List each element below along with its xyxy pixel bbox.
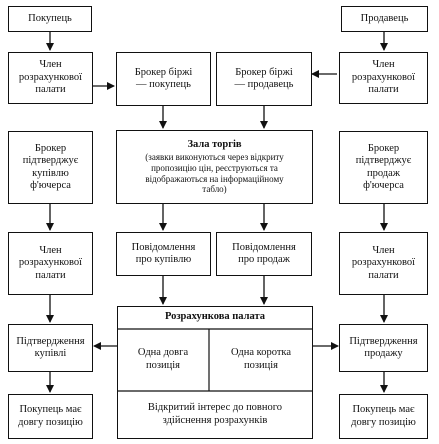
- clearing-member-bottom-right-box: Член розрахункової палати: [339, 232, 428, 295]
- buyer-label: Покупець: [28, 12, 72, 24]
- purchase-confirmation-label: Підтвердження купівлі: [16, 335, 85, 359]
- open-interest-label: Відкритий інтерес до повного здійснення …: [147, 402, 283, 426]
- broker-confirms-sale-label: Брокер підтверджує продаж ф'ючерса: [355, 142, 412, 191]
- clearing-house-box: [117, 306, 313, 439]
- broker-buyer-label: Брокер біржі — покупець: [134, 66, 193, 90]
- clearing-member-bottom-left-box: Член розрахункової палати: [8, 232, 93, 295]
- sale-confirmation-box: Підтвердження продажу: [339, 324, 428, 372]
- open-interest-cell: Відкритий інтерес до повного здійснення …: [117, 391, 313, 439]
- long-position-label: Одна довга позиція: [137, 347, 189, 371]
- broker-seller-box: Брокер біржі — продавець: [216, 52, 312, 106]
- purchase-confirmation-box: Підтвердження купівлі: [8, 324, 93, 372]
- clearing-member-top-right-box: Член розрахункової палати: [339, 52, 428, 104]
- clearing-member-top-left-label: Член розрахункової палати: [18, 59, 83, 96]
- long-position-cell: Одна довга позиція: [117, 329, 209, 391]
- short-position-cell: Одна коротка позиція: [209, 329, 313, 391]
- clearing-member-top-right-label: Член розрахункової палати: [351, 59, 416, 96]
- broker-seller-label: Брокер біржі — продавець: [234, 66, 294, 90]
- seller-long-position-box: Покупець має довгу позицію: [339, 394, 428, 439]
- seller-box: Продавець: [341, 6, 428, 32]
- purchase-notice-box: Повідомлення про купівлю: [116, 232, 211, 276]
- buyer-box: Покупець: [8, 6, 92, 32]
- sale-confirmation-label: Підтвердження продажу: [349, 335, 418, 359]
- clearing-member-top-left-box: Член розрахункової палати: [8, 52, 93, 104]
- sale-notice-label: Повідомлення про продаж: [232, 241, 296, 265]
- clearing-house-title-cell: Розрахункова палата: [117, 306, 313, 329]
- purchase-notice-label: Повідомлення про купівлю: [131, 241, 196, 265]
- broker-confirms-purchase-label: Брокер підтверджує купівлю ф'ючерса: [22, 142, 79, 191]
- trading-floor-title: Зала торгів: [187, 138, 242, 150]
- clearing-member-bottom-left-label: Член розрахункової палати: [18, 244, 83, 281]
- broker-buyer-box: Брокер біржі — покупець: [116, 52, 211, 106]
- buyer-long-position-box: Покупець має довгу позицію: [8, 394, 93, 439]
- seller-label: Продавець: [360, 12, 409, 24]
- seller-long-position-label: Покупець має довгу позицію: [351, 404, 416, 428]
- trading-floor-description: (заявки виконуються через відкриту пропо…: [145, 152, 284, 195]
- short-position-label: Одна коротка позиція: [230, 347, 292, 371]
- broker-confirms-purchase-box: Брокер підтверджує купівлю ф'ючерса: [8, 131, 93, 204]
- broker-confirms-sale-box: Брокер підтверджує продаж ф'ючерса: [339, 131, 428, 204]
- sale-notice-box: Повідомлення про продаж: [216, 232, 312, 276]
- clearing-member-bottom-right-label: Член розрахункової палати: [351, 244, 416, 281]
- trading-floor-box: Зала торгів (заявки виконуються через ві…: [116, 130, 313, 204]
- clearing-house-title: Розрахункова палата: [164, 311, 266, 323]
- buyer-long-position-label: Покупець має довгу позицію: [18, 404, 83, 428]
